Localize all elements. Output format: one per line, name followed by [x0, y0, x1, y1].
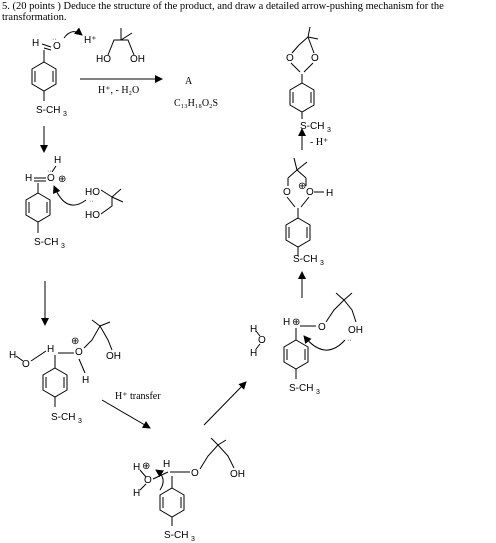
atom-o: O	[75, 347, 83, 358]
diol-molecule: HO ·· HO	[85, 187, 124, 221]
atom-h: H	[250, 324, 257, 335]
atom-o: O	[191, 468, 199, 479]
atom-h: H	[133, 488, 140, 499]
product-formula: C₁₃H₁₈O₂S	[174, 98, 218, 109]
subscript-3: 3	[191, 536, 195, 543]
subscript-3: 3	[327, 127, 331, 134]
atom-o: O	[306, 187, 314, 198]
minus-h-plus-label: - H⁺	[310, 137, 328, 148]
subscript-3: 3	[63, 111, 67, 118]
atom-h: H	[250, 348, 257, 359]
atom-oh: OH	[106, 351, 121, 362]
atom-o: O	[283, 187, 291, 198]
atom-o: O	[53, 41, 61, 52]
oxonium-plus: ⊕	[142, 461, 150, 472]
oxocarbenium-intermediate: H ⊕ O OH ·· S-CH 3	[283, 292, 363, 396]
subscript-3: 3	[61, 243, 65, 250]
lone-pair: ··	[89, 198, 94, 205]
atom-ho: HO	[85, 210, 100, 221]
oxonium-intermediate: H O H O ⊕ H OH S-CH 3	[9, 319, 121, 425]
atom-h: H	[25, 173, 32, 184]
atom-s-ch3: S-CH	[164, 530, 188, 541]
subscript-3: 3	[316, 389, 320, 396]
oxonium-plus: ⊕	[71, 336, 79, 347]
atom-oh: OH	[130, 54, 145, 65]
atom-h: H	[283, 317, 290, 328]
atom-o: O	[286, 53, 294, 64]
atom-s-ch3: S-CH	[293, 254, 317, 265]
subscript-3: 3	[78, 418, 82, 425]
deprotonation: - H⁺	[298, 128, 328, 150]
lone-pair: ··	[52, 36, 57, 43]
atom-o: O	[144, 475, 152, 486]
atom-oh: OH	[230, 469, 245, 480]
atom-o: O	[318, 322, 326, 333]
atom-s-ch3: S-CH	[51, 412, 75, 423]
protonated-acetal: O O ⊕ H S-CH 3	[283, 157, 333, 267]
atom-o: O	[47, 173, 55, 184]
proton-transfer: H⁺ transfer	[101, 391, 161, 429]
oxonium-plus: ⊕	[292, 317, 300, 328]
atom-h: H	[47, 344, 54, 355]
atom-h: H	[32, 38, 39, 49]
protonated-aldehyde: H H O ·· ⊕ S-CH 3	[25, 155, 87, 250]
aldehyde-molecule: H O ·· S-CH 3 H⁺	[31, 27, 97, 118]
atom-h: H	[163, 459, 170, 470]
lone-pair: ··	[47, 168, 52, 175]
main-reaction: H⁺, - H₂O A C₁₃H₁₈O₂S	[80, 75, 218, 109]
arrow-step-4	[203, 381, 247, 426]
oxonium-plus: ⊕	[58, 174, 66, 185]
h-transfer-label: H⁺ transfer	[115, 391, 161, 402]
atom-o: O	[22, 359, 30, 370]
final-product: O O S-CH 3	[286, 26, 331, 134]
atom-h: H	[82, 375, 89, 386]
atom-ho: HO	[96, 54, 111, 65]
reagent-h-plus: H⁺	[84, 35, 97, 46]
atom-h: H	[133, 462, 140, 473]
water-molecule: H O H	[250, 324, 266, 359]
question-text: 5. (20 points ) Deduce the structure of …	[2, 1, 444, 23]
reaction-conditions: H⁺, - H₂O	[98, 85, 139, 96]
lone-pair: ··	[347, 337, 352, 344]
protonated-hydroxyl: H ⊕ O H H O OH S-CH 3	[133, 437, 245, 543]
atom-o: O	[311, 53, 319, 64]
atom-s-ch3: S-CH	[300, 121, 324, 132]
atom-s-ch3: S-CH	[34, 237, 58, 248]
atom-h: H	[54, 155, 61, 166]
atom-ho: HO	[85, 187, 100, 198]
atom-s-ch3: S-CH	[36, 105, 60, 116]
atom-o: O	[258, 335, 266, 346]
subscript-3: 3	[320, 260, 324, 267]
atom-h: H	[9, 350, 16, 361]
product-label: A	[185, 76, 193, 87]
atom-h: H	[326, 188, 333, 199]
atom-s-ch3: S-CH	[289, 383, 313, 394]
atom-oh: OH	[348, 325, 363, 336]
diol-molecule: HO OH	[96, 28, 145, 65]
oxonium-plus: ⊕	[298, 181, 306, 192]
